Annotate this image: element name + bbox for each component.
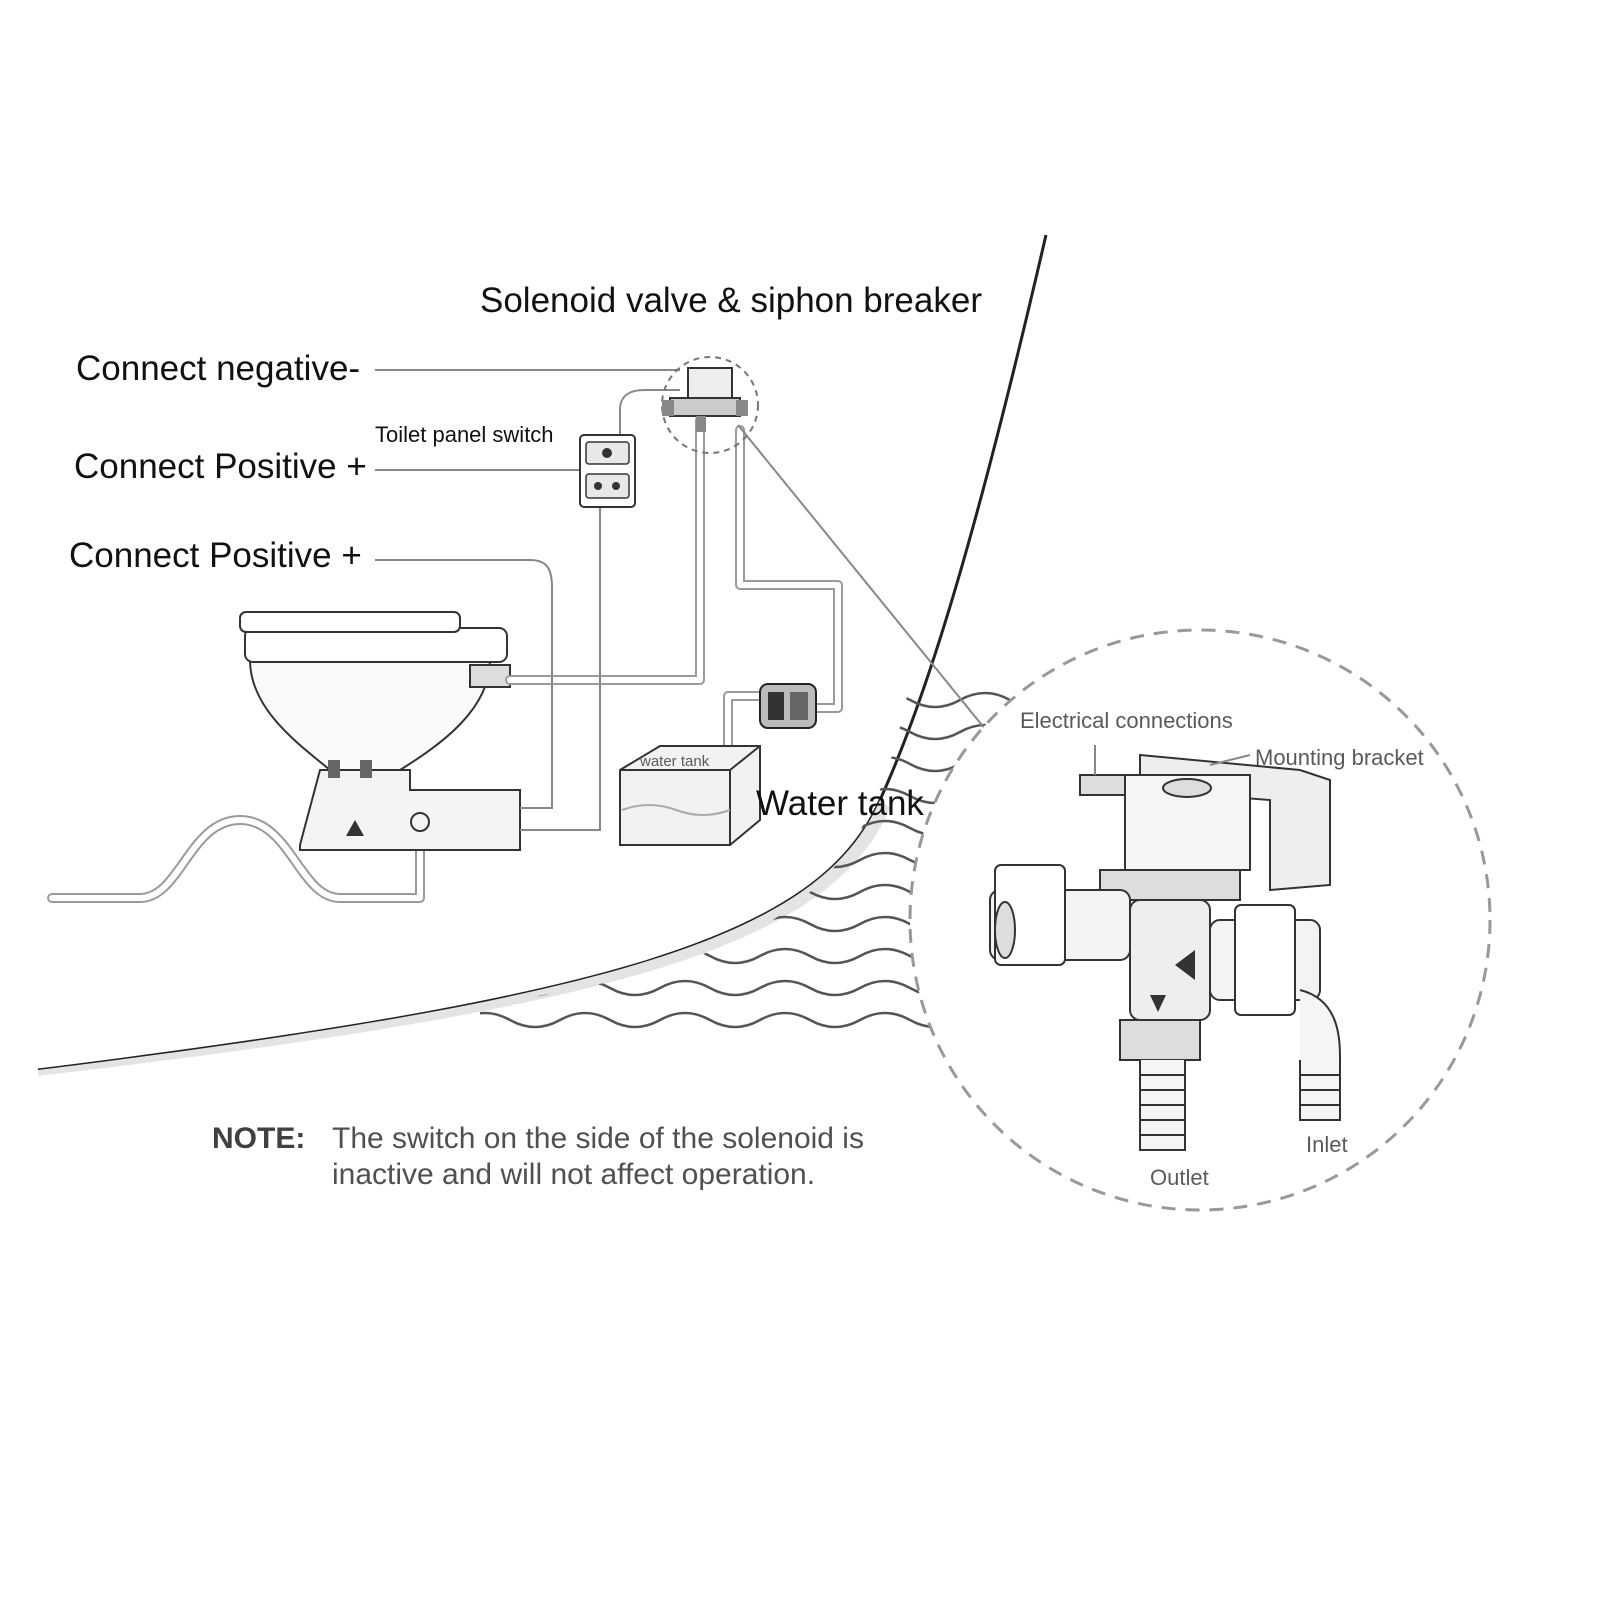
detail-leaders (1094, 745, 1251, 775)
label-toilet-panel-switch: Toilet panel switch (375, 422, 554, 447)
toilet-seat (244, 627, 508, 663)
wires (375, 369, 991, 831)
label-connect-positive-1: Connect Positive + (74, 447, 367, 486)
water-pump (759, 683, 817, 729)
note-line-2: inactive and will not affect operation. (332, 1158, 815, 1191)
discharge-hose (47, 815, 425, 903)
solenoid-valve-small (661, 356, 759, 454)
label-mounting-bracket: Mounting bracket (1255, 745, 1424, 770)
solenoid-valve-detail (989, 753, 1341, 1151)
toilet-lid (239, 611, 461, 633)
label-outlet: Outlet (1150, 1165, 1209, 1190)
water-tank-box: water tank (619, 745, 761, 846)
panel-switch (579, 434, 636, 508)
hull-shadow (38, 800, 890, 1076)
toilet (239, 611, 521, 851)
note-line-1: The switch on the side of the solenoid i… (332, 1122, 864, 1155)
label-connect-positive-2: Connect Positive + (69, 536, 362, 575)
toilet-base (299, 769, 521, 851)
water-tank-box-label: water tank (639, 753, 710, 770)
supply-pipes (505, 415, 843, 757)
label-inlet: Inlet (1306, 1132, 1348, 1157)
label-connect-negative: Connect negative- (76, 349, 360, 388)
label-solenoid-title: Solenoid valve & siphon breaker (480, 281, 982, 320)
label-electrical-connections: Electrical connections (1020, 708, 1233, 733)
label-water-tank: Water tank (756, 784, 924, 823)
note-prefix: NOTE: (212, 1122, 305, 1155)
toilet-bowl (248, 659, 492, 771)
